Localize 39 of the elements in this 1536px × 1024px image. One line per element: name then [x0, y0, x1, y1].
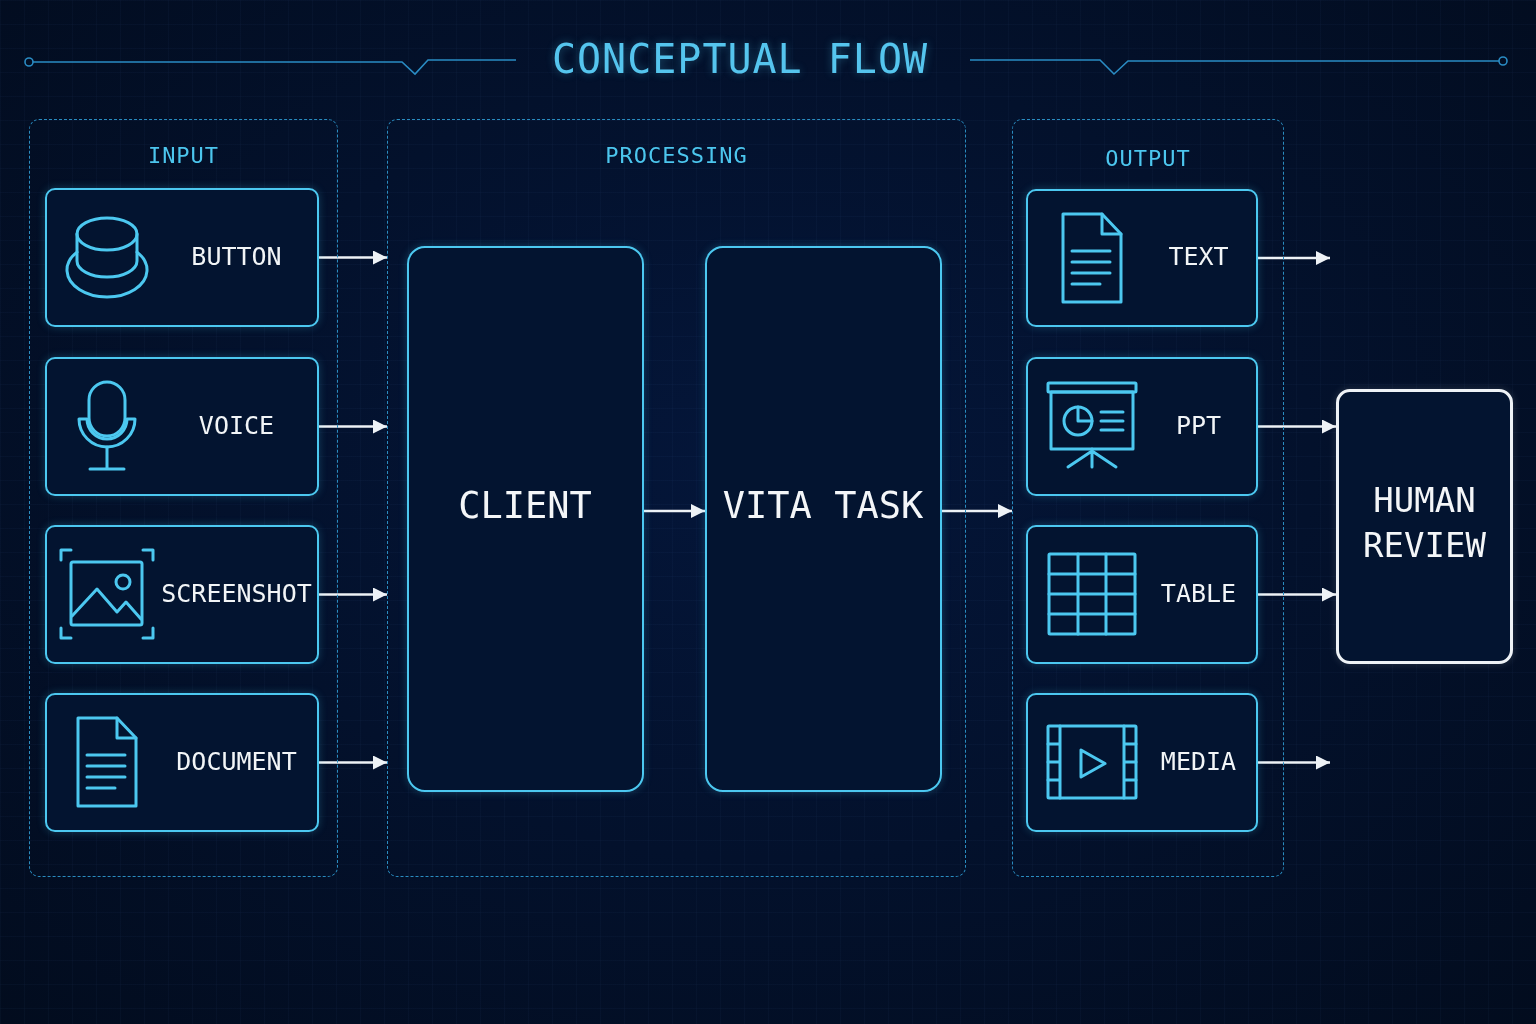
node-label: VITA TASK: [722, 486, 924, 527]
node-label: TEXT: [1168, 243, 1229, 272]
group-container: [387, 119, 966, 877]
group-label: OUTPUT: [1105, 147, 1191, 172]
format-box: [1025, 692, 1258, 832]
format-box: [1025, 524, 1258, 664]
format-box: [1025, 188, 1258, 327]
format-box: [44, 524, 319, 664]
process-box: [406, 245, 644, 792]
group-label: INPUT: [147, 144, 220, 169]
node-label: CLIENT: [458, 486, 592, 527]
group-container: [29, 119, 338, 877]
node-label: MEDIA: [1160, 747, 1237, 777]
arrow: [644, 504, 705, 518]
format-box: [44, 187, 319, 327]
diagram-title: CONCEPTUAL FLOW: [551, 37, 929, 81]
arrow: [942, 504, 1012, 518]
arrow: [319, 755, 387, 770]
node-label: DOCUMENT: [176, 747, 297, 777]
process-box: [704, 245, 942, 792]
format-box: [44, 356, 319, 496]
arrow: [1258, 419, 1336, 434]
node-label: HUMAN REVIEW: [1362, 478, 1487, 567]
group-label: PROCESSING: [605, 144, 748, 169]
node-label: SCREENSHOT: [161, 579, 312, 609]
arrow: [319, 419, 387, 434]
node-label: VOICE: [198, 411, 275, 441]
node-label: PPT: [1175, 411, 1222, 441]
arrow: [319, 250, 387, 265]
node-label: TABLE: [1160, 579, 1237, 609]
arrow: [1258, 755, 1330, 770]
format-box: [1025, 356, 1258, 496]
node-label: BUTTON: [191, 242, 282, 272]
arrow: [1258, 587, 1336, 602]
format-box: [44, 692, 319, 832]
arrow: [319, 587, 387, 602]
group-container: [1012, 119, 1284, 877]
review-box: [1336, 389, 1513, 664]
arrow: [1258, 251, 1330, 265]
